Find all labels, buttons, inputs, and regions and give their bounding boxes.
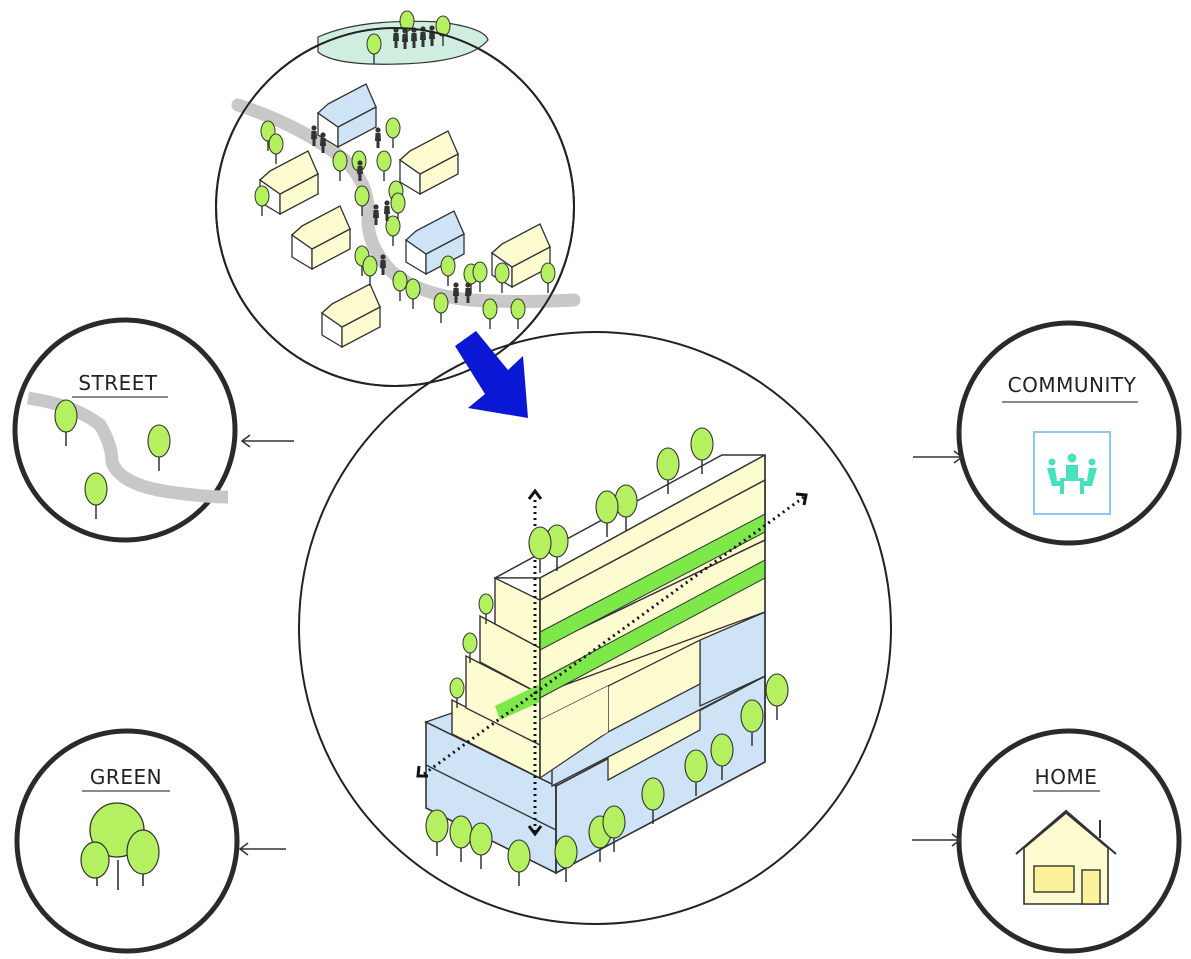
street-circle: STREET	[12, 317, 238, 543]
home-icon	[1015, 809, 1117, 905]
green-icon	[80, 802, 160, 890]
central-building-circle	[298, 331, 892, 925]
right-arrow-icon	[913, 450, 964, 464]
community-circle: COMMUNITY	[956, 320, 1182, 546]
neighbourhood-circle	[215, 10, 581, 387]
street-icon	[27, 391, 229, 520]
street-label: STREET	[78, 371, 158, 395]
left-arrow-icon	[238, 842, 286, 856]
home-label: HOME	[1035, 765, 1098, 789]
green-label: GREEN	[90, 765, 162, 789]
home-circle: HOME	[956, 728, 1182, 954]
community-icon	[1033, 431, 1111, 515]
diagonal-axis	[423, 495, 805, 776]
right-arrow-icon	[912, 833, 962, 847]
green-circle: GREEN	[14, 728, 240, 954]
left-arrow-icon	[240, 434, 294, 448]
community-label: COMMUNITY	[1008, 373, 1137, 397]
down-arrow-icon	[455, 331, 528, 418]
